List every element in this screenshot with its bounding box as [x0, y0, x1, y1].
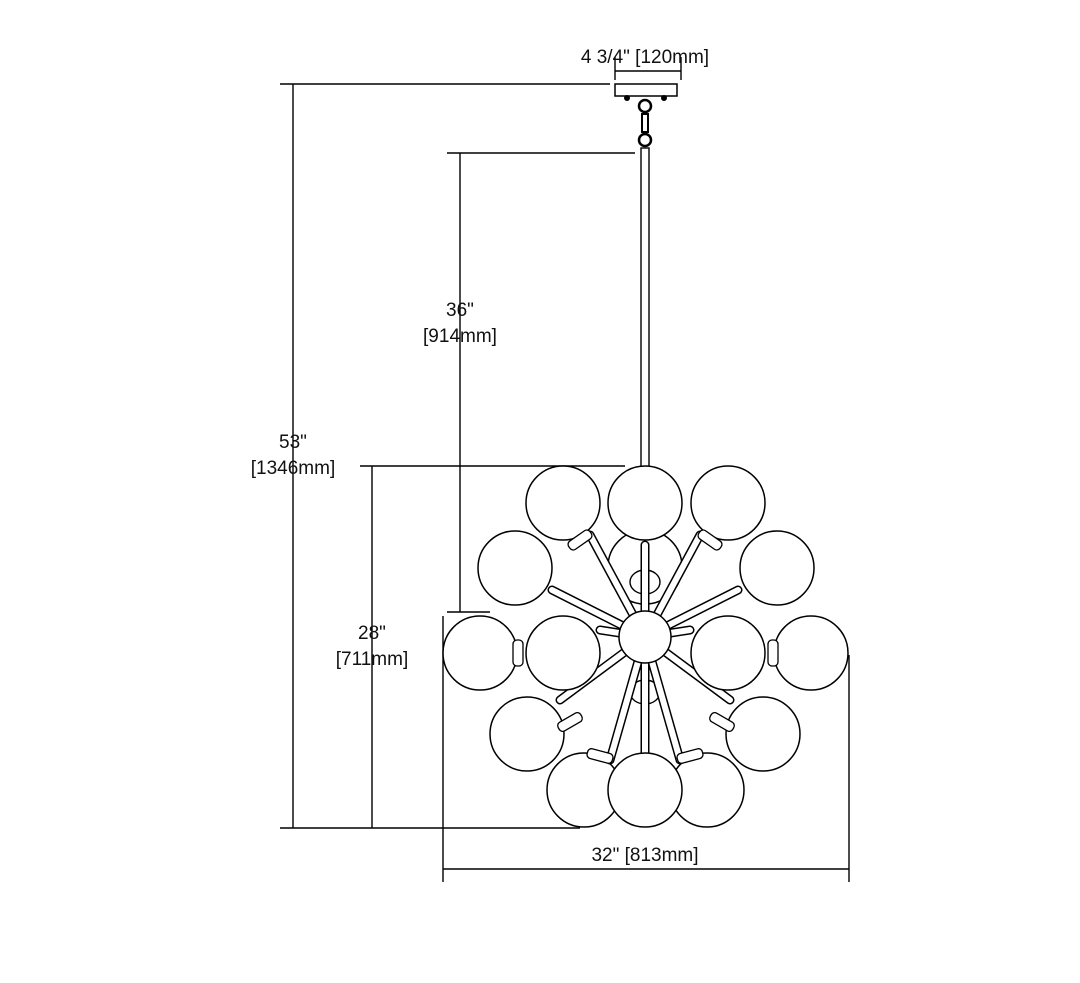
fixture-width-label: 32" [813mm]	[591, 845, 698, 866]
globe-shade	[739, 530, 815, 606]
center-hub	[618, 610, 672, 664]
globe-bracket	[697, 529, 723, 551]
rod-length-mm-label: [914mm]	[423, 326, 497, 347]
overall-height-mm-label: [1346mm]	[251, 458, 335, 479]
rod-length-in-label: 36"	[446, 300, 474, 321]
canopy	[614, 83, 678, 148]
overall-height-in-label: 53"	[279, 432, 307, 453]
globe-shade	[525, 615, 601, 691]
globe-bracket	[709, 711, 735, 733]
globe-bracket	[557, 711, 583, 733]
globe-bracket	[676, 748, 704, 764]
downrod	[640, 147, 650, 469]
globe-shade	[725, 696, 801, 772]
globe-shade	[489, 696, 565, 772]
fixture-height-mm-label: [711mm]	[336, 649, 409, 670]
globe-shade	[477, 530, 553, 606]
globe-bracket	[512, 639, 524, 667]
globe-shade	[773, 615, 849, 691]
globe-shade	[690, 465, 766, 541]
globe-bracket	[767, 639, 779, 667]
globe-shade	[442, 615, 518, 691]
fixture-height-in-label: 28"	[358, 623, 386, 644]
fixture	[442, 465, 849, 828]
globe-shade	[607, 465, 683, 541]
globe-bracket	[567, 529, 593, 551]
canopy-width-label: 4 3/4" [120mm]	[581, 47, 709, 68]
globe-shade	[690, 615, 766, 691]
globe-bracket	[586, 748, 614, 764]
globe-shade	[525, 465, 601, 541]
globe-shade	[607, 752, 683, 828]
